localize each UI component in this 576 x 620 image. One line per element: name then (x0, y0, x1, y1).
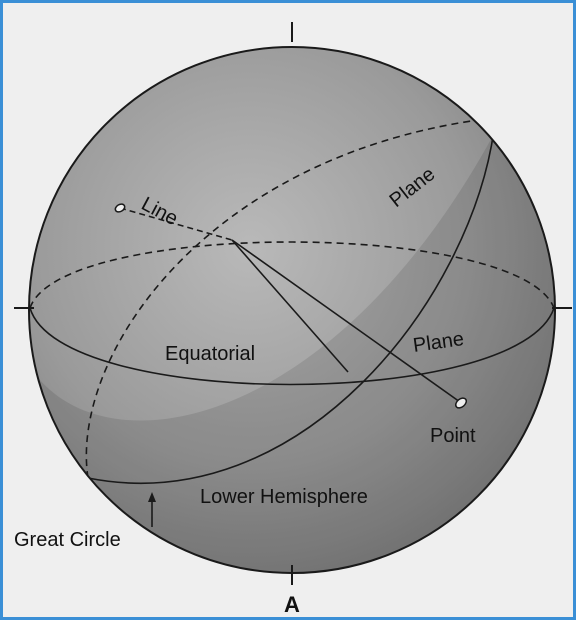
frame-border-right (573, 0, 576, 620)
label-great-circle: Great Circle (14, 529, 121, 551)
label-equatorial: Equatorial (165, 343, 255, 365)
label-lower-hemisphere: Lower Hemisphere (200, 486, 368, 508)
great-circle-pointer-arrow (148, 492, 156, 502)
plane-trace-line (231, 239, 349, 373)
line-start-marker (114, 203, 126, 213)
label-point: Point (430, 425, 476, 447)
frame-border-top (0, 0, 576, 3)
point-marker (454, 397, 468, 409)
label-panel: A (284, 592, 300, 617)
frame-border-left (0, 0, 3, 620)
equatorial-plane-front (29, 307, 555, 386)
equatorial-plane-back (29, 241, 555, 309)
frame-border-bottom (0, 617, 576, 620)
great-circle-back (85, 119, 479, 479)
line-solid (231, 239, 461, 403)
sphere (29, 47, 555, 573)
